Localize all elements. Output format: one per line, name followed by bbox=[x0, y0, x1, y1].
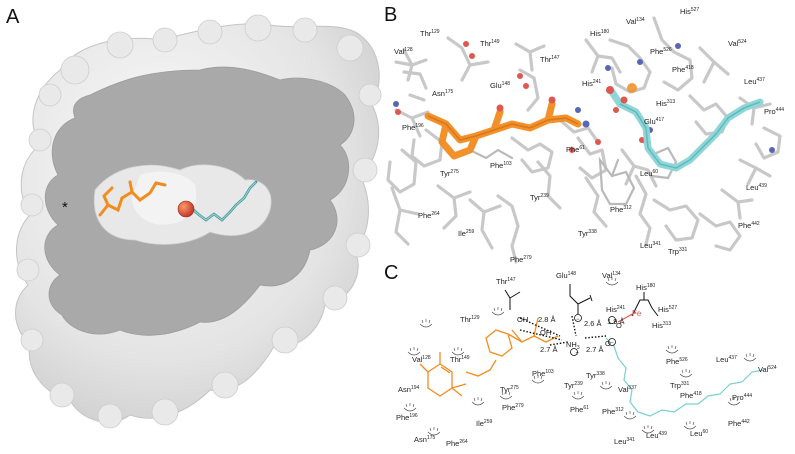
label-c-pro444: Pro444 bbox=[732, 393, 752, 402]
distance-1: 2.8 Å bbox=[538, 315, 556, 324]
minus-charge-2: − bbox=[610, 341, 614, 347]
label-b-thr129: Thr129 bbox=[420, 29, 440, 38]
label-b-glu417: Glu417 bbox=[644, 117, 664, 126]
label-b-val524: Val524 bbox=[728, 39, 747, 48]
label-c-tyr239: Tyr239 bbox=[564, 381, 583, 390]
label-b-val134: Val134 bbox=[626, 17, 645, 26]
label-b-leu60: Leu60 bbox=[640, 169, 658, 178]
label-b-ile259: Ile259 bbox=[458, 229, 474, 238]
label-c-trp331: Trp331 bbox=[670, 381, 690, 390]
panel-c-labels: Fe OH OH NH3 O O + − − 2.8 Å 2.6 Å 1.9 Å… bbox=[396, 271, 777, 448]
distance-4: 2.7 Å bbox=[540, 345, 558, 354]
label-b-thr147: Thr147 bbox=[540, 55, 560, 64]
label-b-thr149: Thr149 bbox=[480, 39, 500, 48]
panel-letter-a: A bbox=[6, 6, 20, 28]
label-b-phe196: Phe196 bbox=[402, 123, 424, 132]
label-c-his241: His241 bbox=[606, 305, 625, 314]
label-c-thr149: Thr149 bbox=[450, 355, 470, 364]
label-b-leu341: Leu341 bbox=[640, 241, 661, 250]
distance-2: 2.6 Å bbox=[584, 319, 602, 328]
label-b-trp331: Trp331 bbox=[668, 247, 688, 256]
label-c-leu60: Leu60 bbox=[690, 429, 708, 438]
label-b-tyr338: Tyr338 bbox=[578, 229, 597, 238]
label-c-leu439: Leu439 bbox=[646, 431, 667, 440]
label-c-phe418: Phe418 bbox=[680, 391, 702, 400]
oh-label-1: OH bbox=[517, 315, 528, 324]
pocket-marker: * bbox=[62, 199, 68, 216]
iron-sphere-icon bbox=[177, 200, 195, 218]
label-c-tyr275: Tyr275 bbox=[500, 385, 519, 394]
label-c-val134: Val134 bbox=[602, 271, 621, 280]
label-b-phe61: Phe61 bbox=[566, 145, 585, 154]
label-b-his527: His527 bbox=[680, 7, 699, 16]
nh3-label: NH3 bbox=[566, 340, 580, 351]
label-b-tyr239: Tyr239 bbox=[530, 193, 549, 202]
distance-3: 1.9 Å bbox=[607, 317, 625, 326]
label-c-val524: Val524 bbox=[758, 365, 777, 374]
label-c-asn175: Asn175 bbox=[414, 435, 435, 444]
label-c-phe279: Phe279 bbox=[502, 403, 524, 412]
label-b-val128: Val128 bbox=[394, 47, 413, 56]
label-c-his313: His313 bbox=[652, 321, 671, 330]
panel-letter-b: B bbox=[384, 4, 398, 26]
o-label-fe: O bbox=[616, 321, 622, 330]
label-b-phe312: Phe312 bbox=[610, 205, 632, 214]
label-b-his241: His241 bbox=[582, 79, 601, 88]
plus-charge: + bbox=[576, 351, 580, 357]
label-c-val128: Val128 bbox=[412, 355, 431, 364]
label-c-leu437: Leu437 bbox=[716, 355, 737, 364]
panel-letter-c: C bbox=[384, 262, 399, 284]
label-c-tyr338: Tyr338 bbox=[586, 371, 605, 380]
label-c-phe103: Phe103 bbox=[532, 369, 554, 378]
label-c-phe196: Phe196 bbox=[396, 413, 418, 422]
distance-5: 2.7 Å bbox=[586, 345, 604, 354]
label-c-his527: His527 bbox=[658, 305, 677, 314]
label-c-thr129: Thr129 bbox=[460, 315, 480, 324]
label-b-leu437: Leu437 bbox=[744, 77, 765, 86]
label-b-phe442: Phe442 bbox=[738, 221, 760, 230]
fe-label: Fe bbox=[632, 309, 642, 318]
minus-charge-1: − bbox=[576, 317, 580, 323]
oh-label-2: OH bbox=[540, 328, 551, 337]
panel-a-surface bbox=[15, 14, 382, 429]
label-b-phe264: Phe264 bbox=[418, 211, 440, 220]
label-c-phe442: Phe442 bbox=[728, 419, 750, 428]
panel-b-sticks bbox=[386, 16, 782, 264]
label-c-his180: His180 bbox=[636, 283, 655, 292]
label-c-glu148: Glu148 bbox=[556, 271, 576, 280]
label-b-phe279: Phe279 bbox=[510, 255, 532, 264]
label-b-phe418: Phe418 bbox=[672, 65, 694, 74]
label-c-phe264: Phe264 bbox=[446, 439, 468, 448]
label-c-phe312: Phe312 bbox=[602, 407, 624, 416]
label-c-leu341: Leu341 bbox=[614, 437, 635, 446]
label-c-asn194: Asn194 bbox=[398, 385, 419, 394]
label-c-phe61: Phe61 bbox=[570, 405, 589, 414]
label-c-phe526: Phe526 bbox=[666, 357, 688, 366]
panel-b-labels: Thr129 Thr149 Thr147 His180 Val134 His52… bbox=[394, 7, 784, 264]
label-c-val337: Val337 bbox=[618, 385, 637, 394]
label-b-tyr275: Tyr275 bbox=[440, 169, 459, 178]
label-b-asn175: Asn175 bbox=[432, 89, 453, 98]
label-c-ile259: Ile259 bbox=[476, 419, 492, 428]
label-b-phe103: Phe103 bbox=[490, 161, 512, 170]
label-b-leu439: Leu439 bbox=[746, 183, 767, 192]
panel-c-diagram bbox=[403, 277, 765, 436]
label-b-glu148: Glu148 bbox=[490, 81, 510, 90]
label-b-his313: His313 bbox=[656, 99, 675, 108]
label-b-phe526: Phe526 bbox=[650, 47, 672, 56]
label-b-his180: His180 bbox=[590, 29, 609, 38]
label-b-pro444: Pro444 bbox=[764, 107, 784, 116]
label-c-thr147: Thr147 bbox=[496, 277, 516, 286]
o-label-carboxyl: O bbox=[605, 339, 611, 348]
